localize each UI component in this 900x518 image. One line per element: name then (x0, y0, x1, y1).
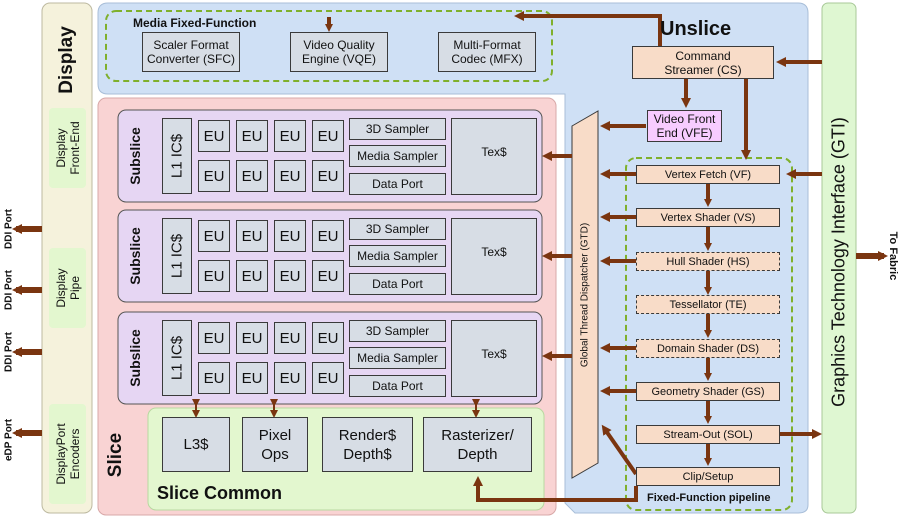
slice-common-title: Slice Common (157, 483, 283, 503)
subslice-2-l1-label: L1 IC$ (168, 233, 186, 279)
video-front-end-box: Video Front End (VFE) (647, 110, 722, 142)
ff-pipeline-title: Fixed-Function pipeline (647, 492, 771, 504)
subslice-1-3d-sampler: 3D Sampler (349, 118, 446, 140)
subslice-2-eu-5: EU (198, 260, 230, 292)
subslice-2-media-sampler: Media Sampler (349, 245, 446, 267)
subslice-3-eu-1: EU (198, 322, 230, 354)
to-fabric-label: To Fabric (887, 231, 899, 281)
subslice-2-tex-cache: Tex$ (451, 218, 537, 295)
subslice-2-l1-cache: L1 IC$ (162, 218, 192, 294)
subslice-3-l1-cache: L1 IC$ (162, 320, 192, 396)
subslice-2-eu-4: EU (312, 220, 344, 252)
display-front-end: Display Front-End (49, 108, 86, 188)
subslice-3-eu-8: EU (312, 362, 344, 394)
media-ff-group (105, 10, 553, 82)
display-title: Display (56, 26, 77, 94)
arrow-cs-media (514, 11, 662, 46)
unslice-region (97, 2, 809, 514)
gtd-label: Global Thread Dispatcher (GTD) (579, 222, 591, 368)
subslice-1-tex-cache: Tex$ (451, 118, 537, 195)
pixel-ops-box: Pixel Ops (242, 417, 308, 472)
subslice-2-eu-6: EU (236, 260, 268, 292)
slice-title: Slice (105, 432, 126, 478)
display-front-end-label: Display Front-End (53, 121, 82, 175)
ddi-port-3-label: DDI Port (3, 332, 15, 372)
subslice-2-eu-3: EU (274, 220, 306, 252)
stream-out-box: Stream-Out (SOL) (636, 425, 780, 444)
clip-setup-box: Clip/Setup (636, 467, 780, 486)
subslice-3-eu-5: EU (198, 362, 230, 394)
rasterizer-depth-box: Rasterizer/ Depth (423, 417, 532, 472)
subslice-3-l1-label: L1 IC$ (168, 335, 186, 381)
subslice-1-eu-8: EU (312, 160, 344, 192)
geometry-shader-box: Geometry Shader (GS) (636, 382, 780, 401)
displayport-encoders-label: DisplayPort Encoders (53, 423, 82, 485)
gti-title: Graphics Technology Interface (GTI) (828, 117, 849, 407)
arrow-clip-gtd (601, 424, 638, 476)
media-ff-title: Media Fixed-Function (133, 16, 257, 30)
gtd-shape (571, 110, 599, 479)
subslice-1-media-sampler: Media Sampler (349, 145, 446, 167)
subslice-2-eu-8: EU (312, 260, 344, 292)
subslice-2-eu-1: EU (198, 220, 230, 252)
subslice-1-l1-cache: L1 IC$ (162, 118, 192, 194)
hull-shader-box: Hull Shader (HS) (636, 252, 780, 271)
ddi-port-2-label: DDI Port (3, 270, 15, 310)
ddi-port-1-label: DDI Port (3, 209, 15, 249)
domain-shader-box: Domain Shader (DS) (636, 339, 780, 358)
display-pipe-label: Display Pipe (53, 268, 82, 308)
vertex-shader-box: Vertex Shader (VS) (636, 208, 780, 227)
subslice-1-label: Subslice (127, 127, 143, 185)
mfx-box: Multi-Format Codec (MFX) (438, 32, 536, 72)
subslice-3-eu-6: EU (236, 362, 268, 394)
command-streamer-box: Command Streamer (CS) (632, 46, 774, 79)
subslice-1-eu-5: EU (198, 160, 230, 192)
subslice-3-eu-7: EU (274, 362, 306, 394)
subslice-3-data-port: Data Port (349, 375, 446, 397)
subslice-1-eu-3: EU (274, 120, 306, 152)
l3-cache-box: L3$ (162, 417, 230, 472)
subslice-1-data-port: Data Port (349, 173, 446, 195)
vqe-box: Video Quality Engine (VQE) (290, 32, 388, 72)
sfc-box: Scaler Format Converter (SFC) (142, 32, 240, 72)
subslice-2-eu-2: EU (236, 220, 268, 252)
ff-pipeline-group (625, 157, 793, 511)
subslice-1-eu-4: EU (312, 120, 344, 152)
unslice-title: Unslice (660, 18, 732, 40)
render-depth-cache-box: Render$ Depth$ (322, 417, 413, 472)
subslice-3-eu-4: EU (312, 322, 344, 354)
tessellator-box: Tessellator (TE) (636, 295, 780, 314)
subslice-2-3d-sampler: 3D Sampler (349, 218, 446, 240)
subslice-3-media-sampler: Media Sampler (349, 347, 446, 369)
arrow-clip-raster (473, 476, 638, 502)
subslice-2-data-port: Data Port (349, 273, 446, 295)
vertex-fetch-box: Vertex Fetch (VF) (636, 165, 780, 184)
subslice-1-eu-7: EU (274, 160, 306, 192)
subslice-2-eu-7: EU (274, 260, 306, 292)
subslice-3-eu-2: EU (236, 322, 268, 354)
subslice-1-eu-6: EU (236, 160, 268, 192)
subslice-1-eu-2: EU (236, 120, 268, 152)
subslice-3-label: Subslice (127, 329, 143, 387)
display-pipe: Display Pipe (49, 248, 86, 328)
subslice-3-tex-cache: Tex$ (451, 320, 537, 397)
subslice-1-l1-label: L1 IC$ (168, 133, 186, 179)
subslice-3-3d-sampler: 3D Sampler (349, 320, 446, 342)
edp-port-label: eDP Port (3, 418, 15, 462)
subslice-2-label: Subslice (127, 227, 143, 285)
subslice-3-eu-3: EU (274, 322, 306, 354)
displayport-encoders: DisplayPort Encoders (49, 404, 86, 504)
subslice-1-eu-1: EU (198, 120, 230, 152)
